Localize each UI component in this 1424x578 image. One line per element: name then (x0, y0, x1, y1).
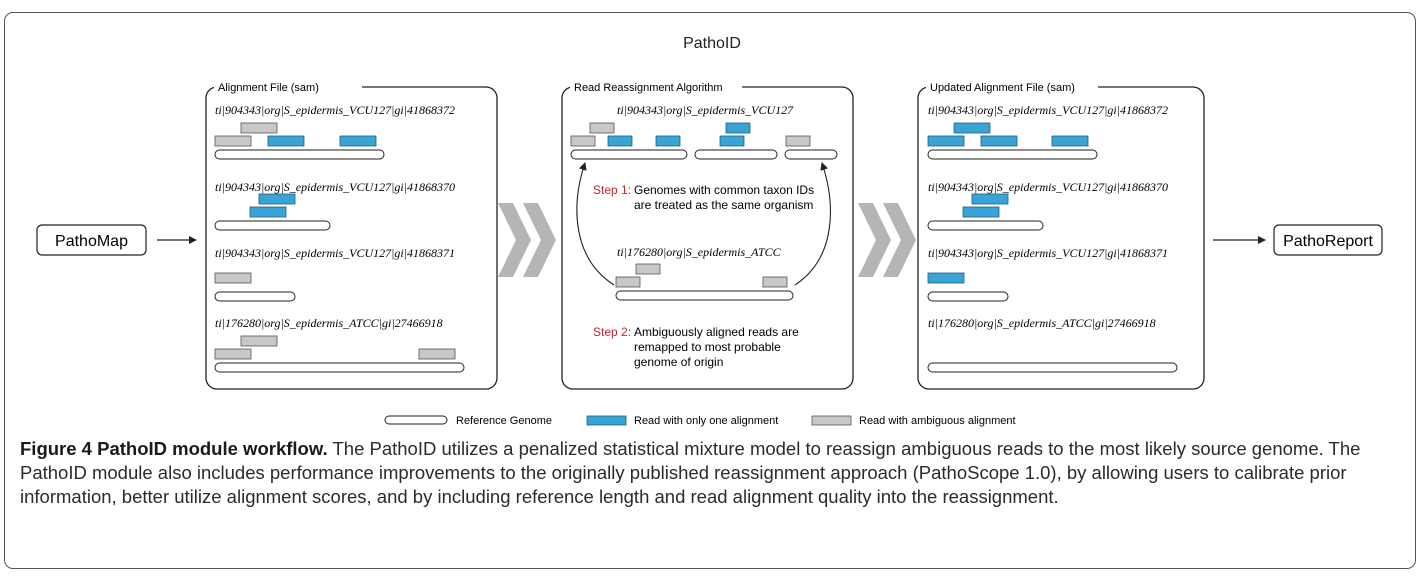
ambiguous-read (240, 335, 278, 347)
ambiguous-read (214, 348, 252, 360)
pathomap-label: PathoMap (55, 233, 128, 250)
reference-genome (615, 290, 794, 301)
unique-read (980, 135, 1018, 147)
reference-genome (570, 149, 688, 160)
reference-genome (214, 362, 465, 373)
step1-label: Step 1: (593, 183, 631, 197)
chevron-arrow-icon (858, 203, 891, 277)
ambiguous-read (240, 122, 278, 134)
unique-read (607, 135, 633, 147)
unique-read (1051, 135, 1089, 147)
ambiguous-read (589, 122, 615, 134)
legend-ambiguous-label: Read with ambiguous alignment (859, 415, 1016, 427)
algorithm-panel-title: Read Reassignment Algorithm (574, 82, 723, 94)
caption-text: The PathoID utilizes a penalized statist… (20, 438, 1361, 507)
unique-read (258, 193, 296, 205)
legend-unique-label: Read with only one alignment (634, 415, 778, 427)
reference-genome (214, 149, 385, 160)
unique-read (719, 135, 745, 147)
unique-read (339, 135, 377, 147)
reference-genome (214, 291, 296, 302)
pathoreport-label: PathoReport (1283, 233, 1373, 250)
step2-label: Step 2: (593, 325, 631, 339)
unique-read (725, 122, 751, 134)
step1-text: Genomes with common taxon IDs (634, 183, 814, 197)
ambiguous-read (785, 135, 811, 147)
alignment-entry: ti|904343|org|S_epidermis_VCU127|gi|4186… (215, 246, 455, 260)
legend-ambiguous-swatch (811, 415, 852, 426)
figure-frame (4, 12, 1416, 569)
unique-read (953, 122, 991, 134)
updated-entry: ti|904343|org|S_epidermis_VCU127|gi|4186… (928, 180, 1168, 194)
unique-read (927, 272, 965, 284)
legend-reference-swatch (384, 415, 448, 425)
unique-read (655, 135, 681, 147)
updated-entry: ti|176280|org|S_epidermis_ATCC|gi|274669… (928, 316, 1156, 330)
ambiguous-read (762, 276, 788, 288)
figure-caption: Figure 4 PathoID module workflow. The Pa… (20, 437, 1410, 509)
alignment-panel-title: Alignment File (sam) (218, 82, 319, 94)
reference-genome (927, 149, 1098, 160)
unique-read (249, 206, 287, 218)
algorithm-entry: ti|904343|org|S_epidermis_VCU127 (617, 103, 794, 117)
step2-text: remapped to most probable (634, 340, 781, 354)
ambiguous-read (418, 348, 456, 360)
updated-panel-title: Updated Alignment File (sam) (930, 82, 1075, 94)
reference-genome (214, 220, 331, 231)
alignment-entry: ti|904343|org|S_epidermis_VCU127|gi|4186… (215, 103, 455, 117)
unique-read (927, 135, 965, 147)
unique-read (971, 193, 1009, 205)
updated-entry: ti|904343|org|S_epidermis_VCU127|gi|4186… (928, 103, 1168, 117)
workflow-diagram: PathoID PathoMap Alignment File (sam) ti… (36, 35, 1383, 427)
ambiguous-read (615, 276, 641, 288)
reference-genome (927, 362, 1178, 373)
reference-genome (694, 149, 778, 160)
legend-reference-label: Reference Genome (456, 415, 552, 427)
pathoreport-box (1273, 224, 1383, 256)
chevron-arrow-icon (883, 203, 916, 277)
alignment-entry: ti|176280|org|S_epidermis_ATCC|gi|274669… (215, 316, 443, 330)
step1-text: are treated as the same organism (634, 198, 813, 212)
algorithm-entry: ti|176280|org|S_epidermis_ATCC (617, 245, 782, 259)
caption-label: Figure 4 PathoID module workflow. (20, 438, 328, 459)
legend-unique-swatch (586, 415, 627, 426)
reference-genome (927, 291, 1009, 302)
chevron-arrow-icon (498, 203, 531, 277)
reference-genome (927, 220, 1044, 231)
unique-read (962, 206, 1000, 218)
merge-arrow-left (576, 162, 615, 286)
unique-read (267, 135, 305, 147)
pathomap-box (36, 224, 147, 256)
diagram-title: PathoID (683, 35, 741, 52)
merge-arrow-right (794, 162, 831, 286)
alignment-entry: ti|904343|org|S_epidermis_VCU127|gi|4186… (215, 180, 455, 194)
updated-entry: ti|904343|org|S_epidermis_VCU127|gi|4186… (928, 246, 1168, 260)
ambiguous-read (570, 135, 596, 147)
ambiguous-read (214, 135, 252, 147)
reference-genome (784, 149, 838, 160)
ambiguous-read (214, 272, 252, 284)
ambiguous-read (635, 263, 661, 275)
chevron-arrow-icon (523, 203, 556, 277)
step2-text: genome of origin (634, 355, 723, 369)
step2-text: Ambiguously aligned reads are (634, 325, 799, 339)
